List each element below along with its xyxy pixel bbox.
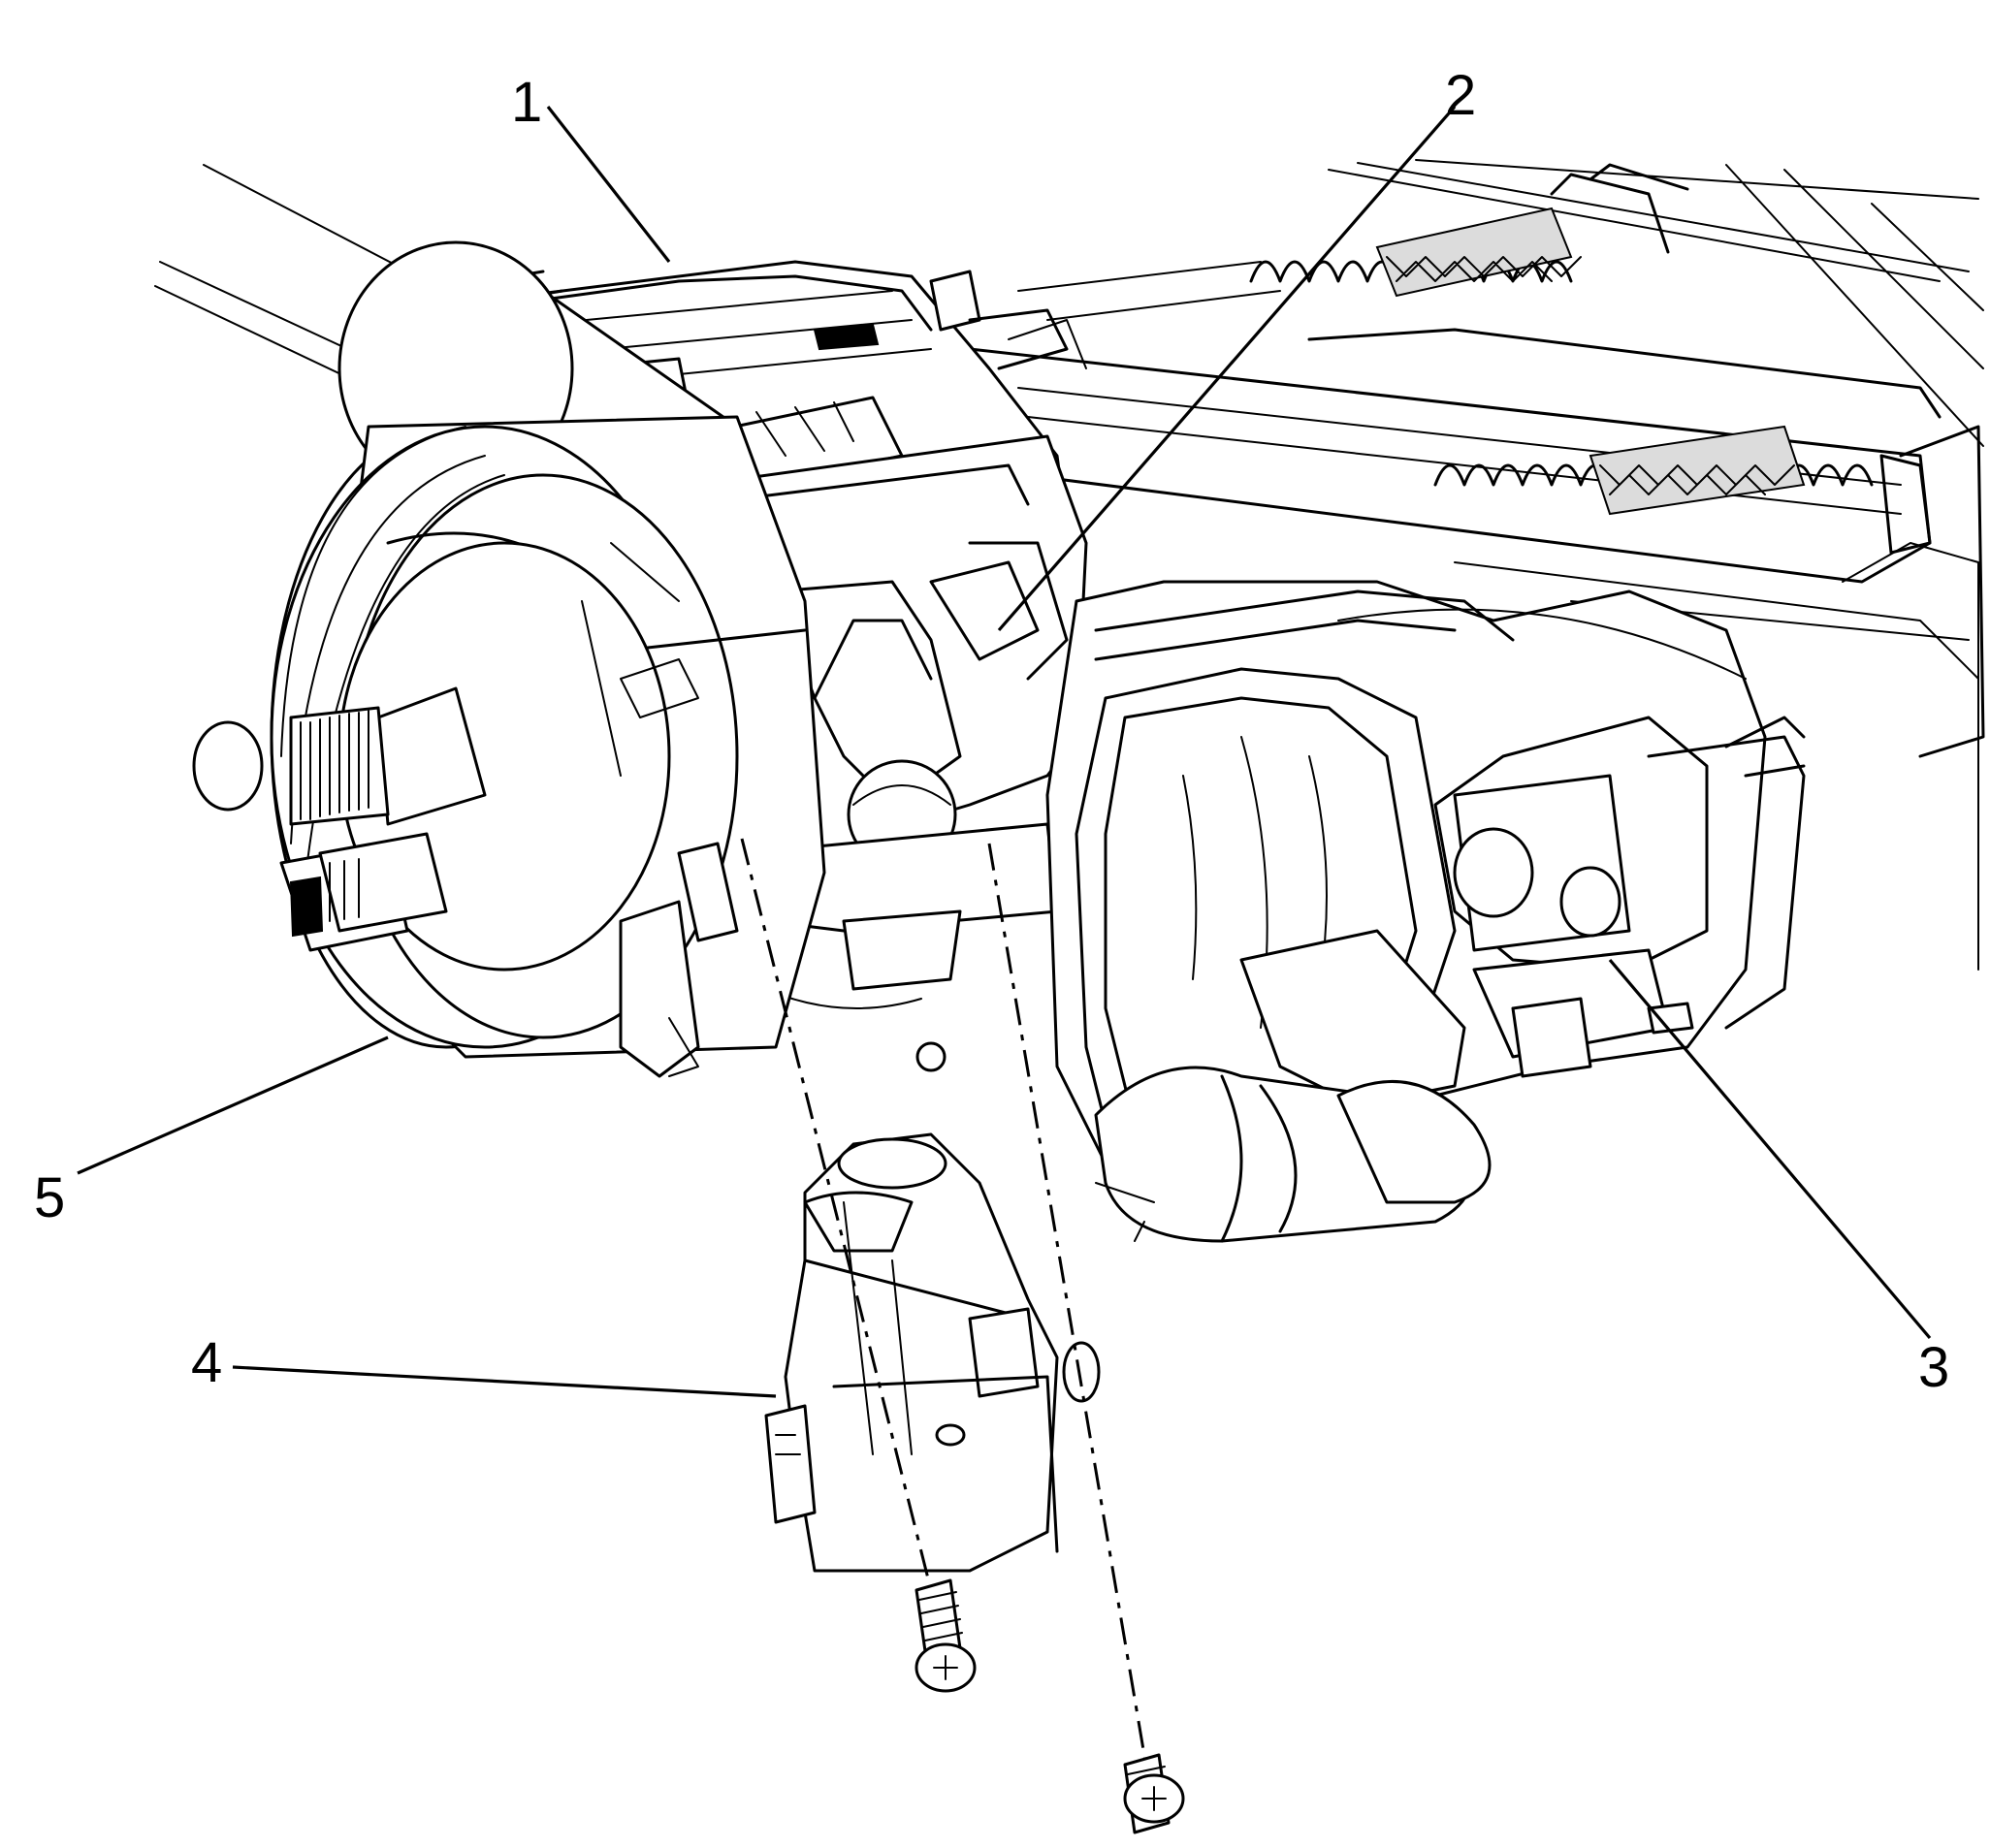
callout-5: 5	[34, 1166, 65, 1229]
leader-2	[997, 105, 1457, 632]
callout-leaders	[77, 105, 1932, 1398]
mounting-screws	[740, 838, 1185, 1834]
callout-labels: 1 2 3 4 5	[34, 64, 1949, 1399]
callout-2: 2	[1445, 64, 1476, 127]
multifunction-switch-housing	[1045, 580, 1806, 1243]
ignition-switch	[764, 1132, 1101, 1573]
callout-4: 4	[191, 1331, 222, 1394]
callout-3: 3	[1918, 1336, 1949, 1399]
screw-left	[915, 1578, 977, 1693]
leader-5	[77, 1036, 389, 1175]
screw-right	[1123, 1753, 1185, 1834]
wire-lines	[154, 164, 428, 379]
callout-1: 1	[511, 71, 542, 134]
clock-spring	[192, 240, 826, 1078]
steering-column-frame	[948, 159, 1985, 971]
leader-3	[1608, 958, 1932, 1340]
leader-1	[546, 106, 671, 263]
leader-4	[232, 1365, 777, 1398]
